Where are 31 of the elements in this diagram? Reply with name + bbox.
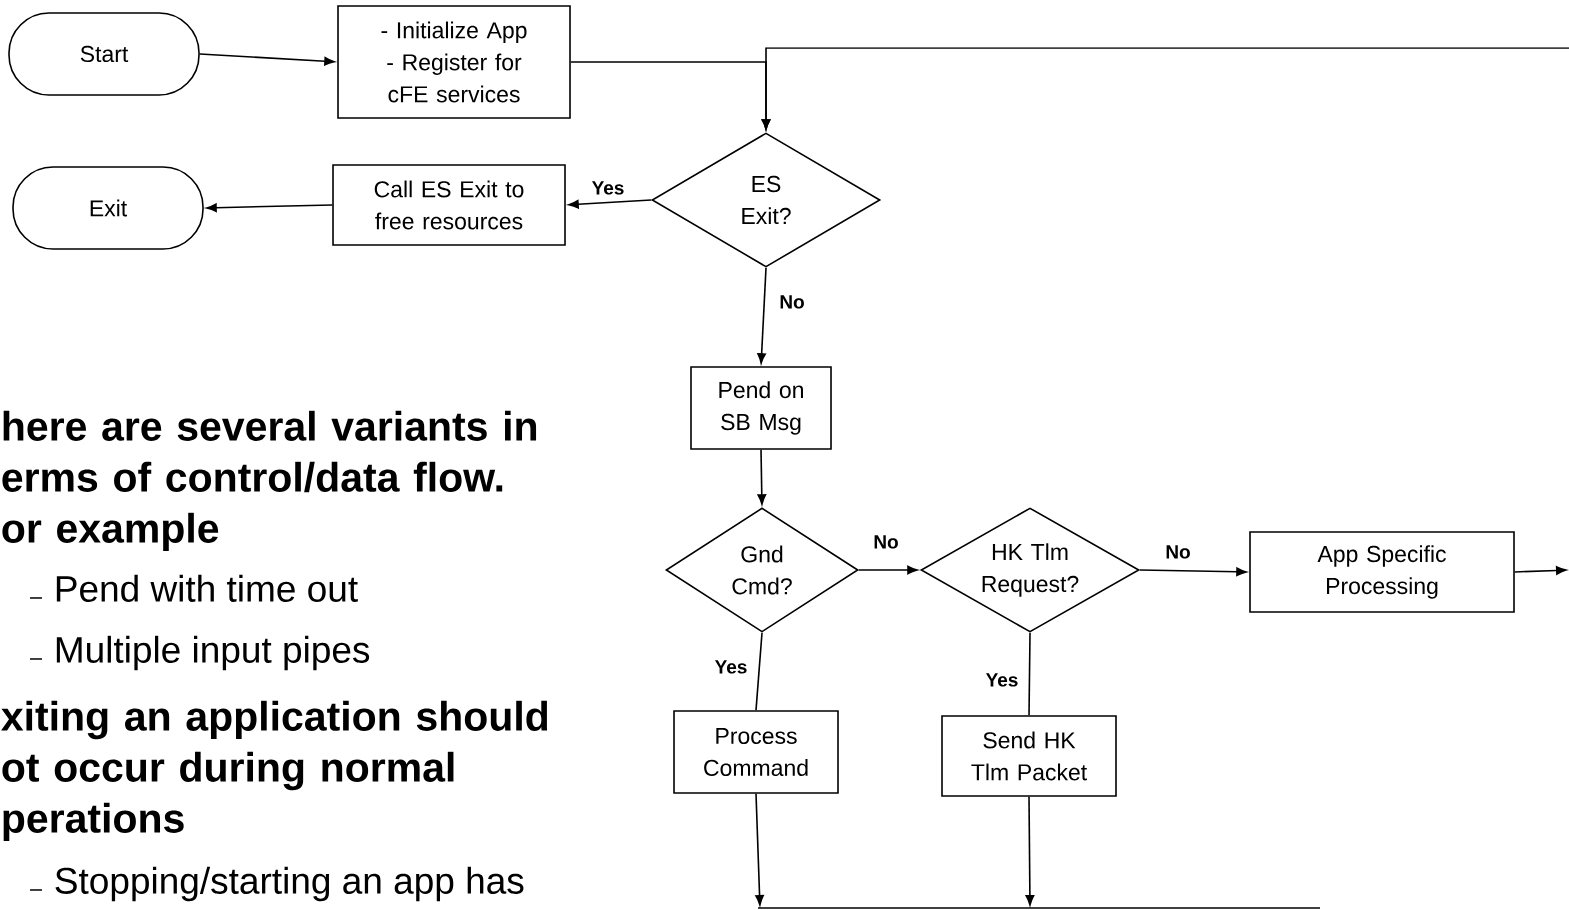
edge-label: No <box>872 534 900 550</box>
arrow <box>757 449 767 505</box>
edge-label: Yes <box>590 180 626 196</box>
arrow <box>858 565 918 575</box>
edge-label: No <box>1164 544 1192 560</box>
arrow <box>1025 796 1035 906</box>
process-box: Pend on SB Msg <box>690 366 832 450</box>
arrow <box>1139 567 1247 577</box>
arrow <box>761 47 1569 130</box>
bullet-text: or example <box>2 512 219 551</box>
arrow <box>568 199 652 209</box>
process-box: - Initialize App - Register for cFE services <box>337 5 571 119</box>
process-box: Process Command <box>673 710 839 794</box>
bullet-text: Multiple input pipes <box>56 635 370 671</box>
bullet-text: Pend with time out <box>56 574 358 602</box>
arrow <box>199 53 335 66</box>
bullet-text: here are several variants in erms of control/data flow. <box>2 410 537 493</box>
bullet-text: Stopping/starting an app has <box>55 866 524 902</box>
edge-label: No <box>778 294 806 310</box>
terminal-box: Start <box>8 12 200 96</box>
edge-label: Yes <box>984 672 1020 688</box>
process-box: Send HK Tlm Packet <box>941 715 1117 797</box>
process-box: Call ES Exit to free resources <box>332 164 566 246</box>
terminal-box: Exit <box>12 166 204 250</box>
arrow <box>1514 566 1567 575</box>
bullet-text: xiting an application should ot occur during normal perations <box>1 700 548 841</box>
edge-label: Yes <box>713 659 749 675</box>
arrow <box>206 203 333 213</box>
process-box: App Specific Processing <box>1249 531 1515 613</box>
arrow <box>757 266 767 364</box>
arrow <box>755 793 764 906</box>
